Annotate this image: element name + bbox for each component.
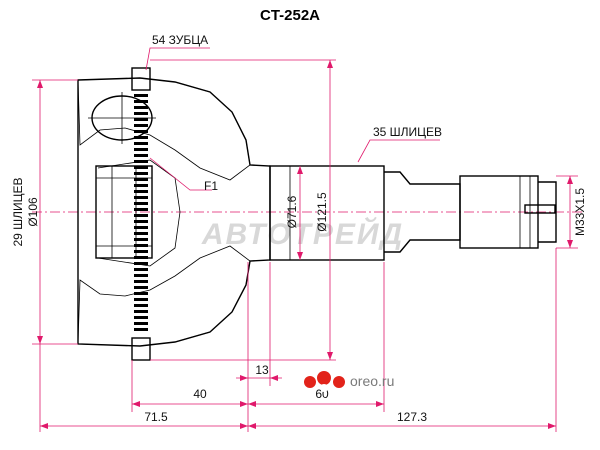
abs-tooth — [134, 310, 148, 313]
abs-tooth — [134, 220, 148, 223]
abs-tooth — [134, 286, 148, 289]
abs-tooth — [134, 160, 148, 163]
abs-tooth — [134, 196, 148, 199]
abs-tooth — [134, 250, 148, 253]
len-40-label: 40 — [193, 387, 207, 401]
len-13-label: 13 — [255, 363, 269, 377]
f1-label: F1 — [204, 179, 218, 193]
abs-tooth — [134, 136, 148, 139]
abs-tooth — [134, 238, 148, 241]
abs-tooth — [134, 178, 148, 181]
abs-tooth — [134, 214, 148, 217]
abs-tooth — [134, 154, 148, 157]
abs-tooth — [134, 292, 148, 295]
abs-tooth — [134, 262, 148, 265]
abs-tooth — [134, 316, 148, 319]
abs-ring — [131, 67, 151, 361]
abs-tooth — [134, 124, 148, 127]
abs-tooth — [134, 100, 148, 103]
abs-tooth — [134, 166, 148, 169]
part-number-title: CT-252A — [260, 7, 320, 24]
abs-tooth — [134, 94, 148, 97]
abs-tooth — [134, 148, 148, 151]
abs-tooth — [134, 280, 148, 283]
abs-tooth — [134, 208, 148, 211]
abs-tooth — [134, 172, 148, 175]
abs-tooth — [134, 142, 148, 145]
abs-tooth — [134, 298, 148, 301]
abs-tooth — [134, 274, 148, 277]
abs-tooth — [134, 232, 148, 235]
thread-label: M33X1.5 — [573, 188, 587, 236]
inner-splines-label: 29 ШЛИЦЕВ — [11, 177, 25, 246]
abs-tooth — [134, 112, 148, 115]
brand-logo: oreo.ru — [304, 371, 394, 392]
abs-tooth — [134, 202, 148, 205]
abs-tooth — [134, 190, 148, 193]
teeth-count-label: 54 ЗУБЦА — [152, 33, 208, 47]
shaft-diameter-label: Ø71.6 — [285, 195, 299, 228]
abs-diameter-label: Ø121.5 — [315, 192, 329, 232]
abs-tooth — [134, 130, 148, 133]
abs-tooth — [134, 118, 148, 121]
watermark-text: АВТОТРЕЙД — [201, 216, 404, 251]
abs-tooth — [134, 268, 148, 271]
abs-tooth — [134, 322, 148, 325]
abs-tooth — [134, 244, 148, 247]
abs-tooth — [134, 184, 148, 187]
len-71-5-label: 71.5 — [144, 410, 168, 424]
len-127-3-label: 127.3 — [397, 410, 427, 424]
abs-tooth — [134, 304, 148, 307]
abs-tooth — [134, 226, 148, 229]
abs-tooth — [134, 256, 148, 259]
brand-text: oreo.ru — [350, 373, 394, 389]
output-shaft — [269, 165, 557, 261]
logo-mark-icon — [304, 371, 345, 392]
outer-diameter-label: Ø106 — [26, 197, 40, 227]
abs-tooth — [134, 328, 148, 331]
dimension-lines — [32, 47, 578, 432]
abs-tooth — [134, 106, 148, 109]
outer-splines-label: 35 ШЛИЦЕВ — [373, 125, 442, 139]
